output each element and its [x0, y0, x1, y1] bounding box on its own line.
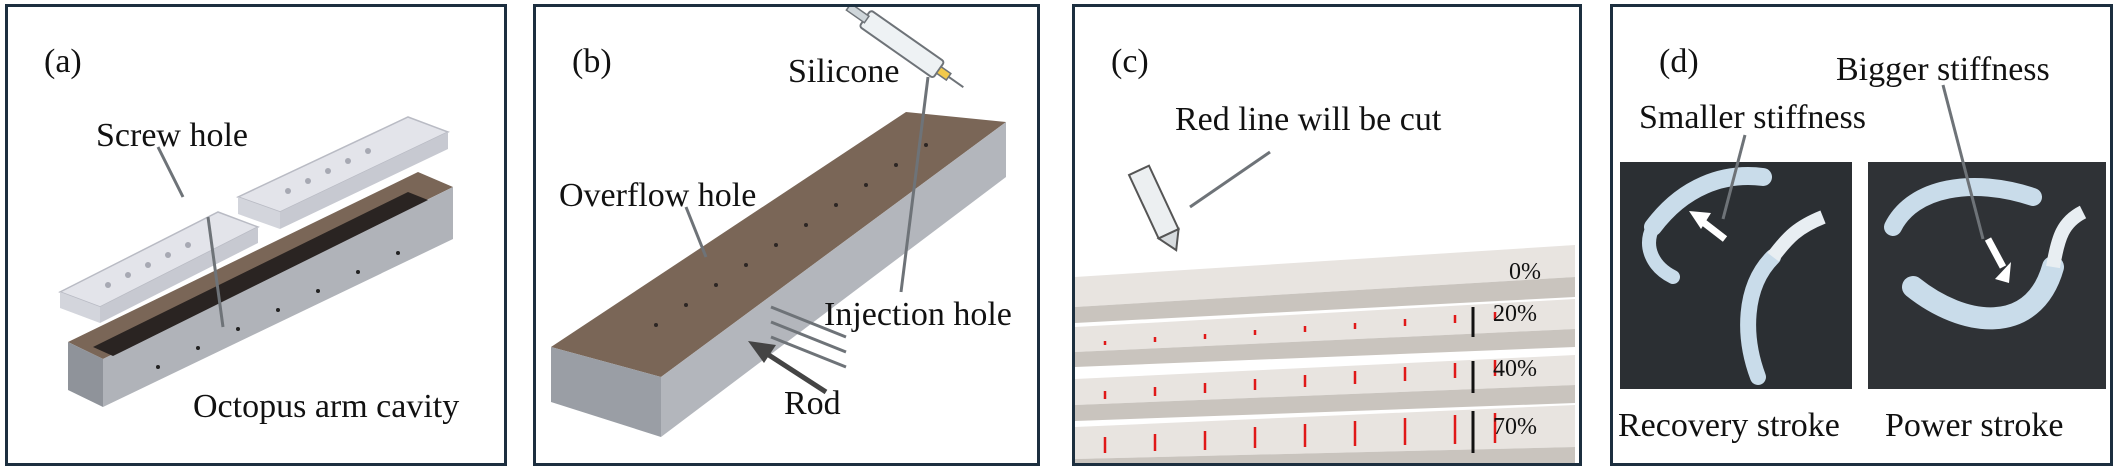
strip-70 [1075, 405, 1575, 463]
panel-b: (b) Silicone Overflow hole Inje [533, 4, 1040, 466]
recovery-arrow-icon [1700, 219, 1728, 242]
cut-lines-20 [1103, 312, 1497, 345]
mold-side-holes [156, 251, 400, 369]
injection-hole-label: Injection hole [824, 296, 1012, 333]
screw-hole-leader [156, 146, 185, 198]
power-stroke-photo [1868, 162, 2106, 389]
overflow-hole-label: Overflow hole [559, 177, 757, 214]
rods [770, 305, 847, 369]
bigger-stiffness-label: Bigger stiffness [1836, 51, 2050, 88]
strip-label-40: 40% [1493, 356, 1537, 382]
panel-c-label: (c) [1111, 43, 1149, 80]
mold-exploded-illustration [58, 116, 453, 407]
recovery-stroke-photo [1620, 162, 1852, 389]
bigger-stiffness-leader [1941, 84, 1985, 240]
power-stroke-caption: Power stroke [1885, 407, 2064, 444]
smaller-stiffness-label: Smaller stiffness [1639, 99, 1866, 136]
injection-leader [899, 76, 930, 293]
cut-strips-illustration [1075, 150, 1575, 463]
strip-label-70: 70% [1493, 414, 1537, 440]
strip-40 [1075, 355, 1575, 421]
strip-label-20: 20% [1493, 301, 1537, 327]
cut-lines-70 [1103, 413, 1497, 453]
panel-b-label: (b) [572, 43, 612, 80]
cavity-leader [206, 216, 225, 328]
syringe-icon [845, 7, 964, 88]
power-arrow-icon [1984, 237, 2007, 269]
rod-label: Rod [784, 385, 841, 422]
silicone-label: Silicone [788, 53, 900, 90]
panel-d: (d) Bigger stiffness Smaller stiffness R… [1610, 4, 2113, 466]
panel-a-label: (a) [44, 43, 82, 80]
panel-c: (c) Red line will be cut [1072, 4, 1582, 466]
octopus-arm-cavity-label: Octopus arm cavity [193, 388, 460, 425]
overflow-leader [684, 206, 708, 258]
cover-plate-right [236, 116, 450, 229]
cut-lines-40 [1103, 360, 1497, 399]
smaller-stiffness-leader [1721, 134, 1747, 220]
knife-icon [1127, 164, 1180, 252]
strip-label-0: 0% [1509, 259, 1541, 285]
cover-screw-dots [105, 148, 371, 288]
overflow-holes [654, 143, 928, 327]
arm-photos [1620, 84, 2106, 389]
knife-leader [1189, 150, 1271, 209]
mold-assembled-illustration [551, 7, 1006, 437]
rod-arrow-icon [748, 341, 828, 395]
strip-20 [1075, 299, 1575, 367]
recovery-stroke-caption: Recovery stroke [1618, 407, 1840, 444]
screw-hole-label: Screw hole [96, 117, 249, 154]
cut-instruction-label: Red line will be cut [1175, 101, 1442, 138]
strip-0 [1075, 245, 1575, 323]
panel-a: (a) Screw hole Octo [5, 4, 507, 466]
panel-d-label: (d) [1659, 43, 1699, 80]
mold-block [551, 112, 1006, 437]
mold-body [68, 172, 453, 407]
